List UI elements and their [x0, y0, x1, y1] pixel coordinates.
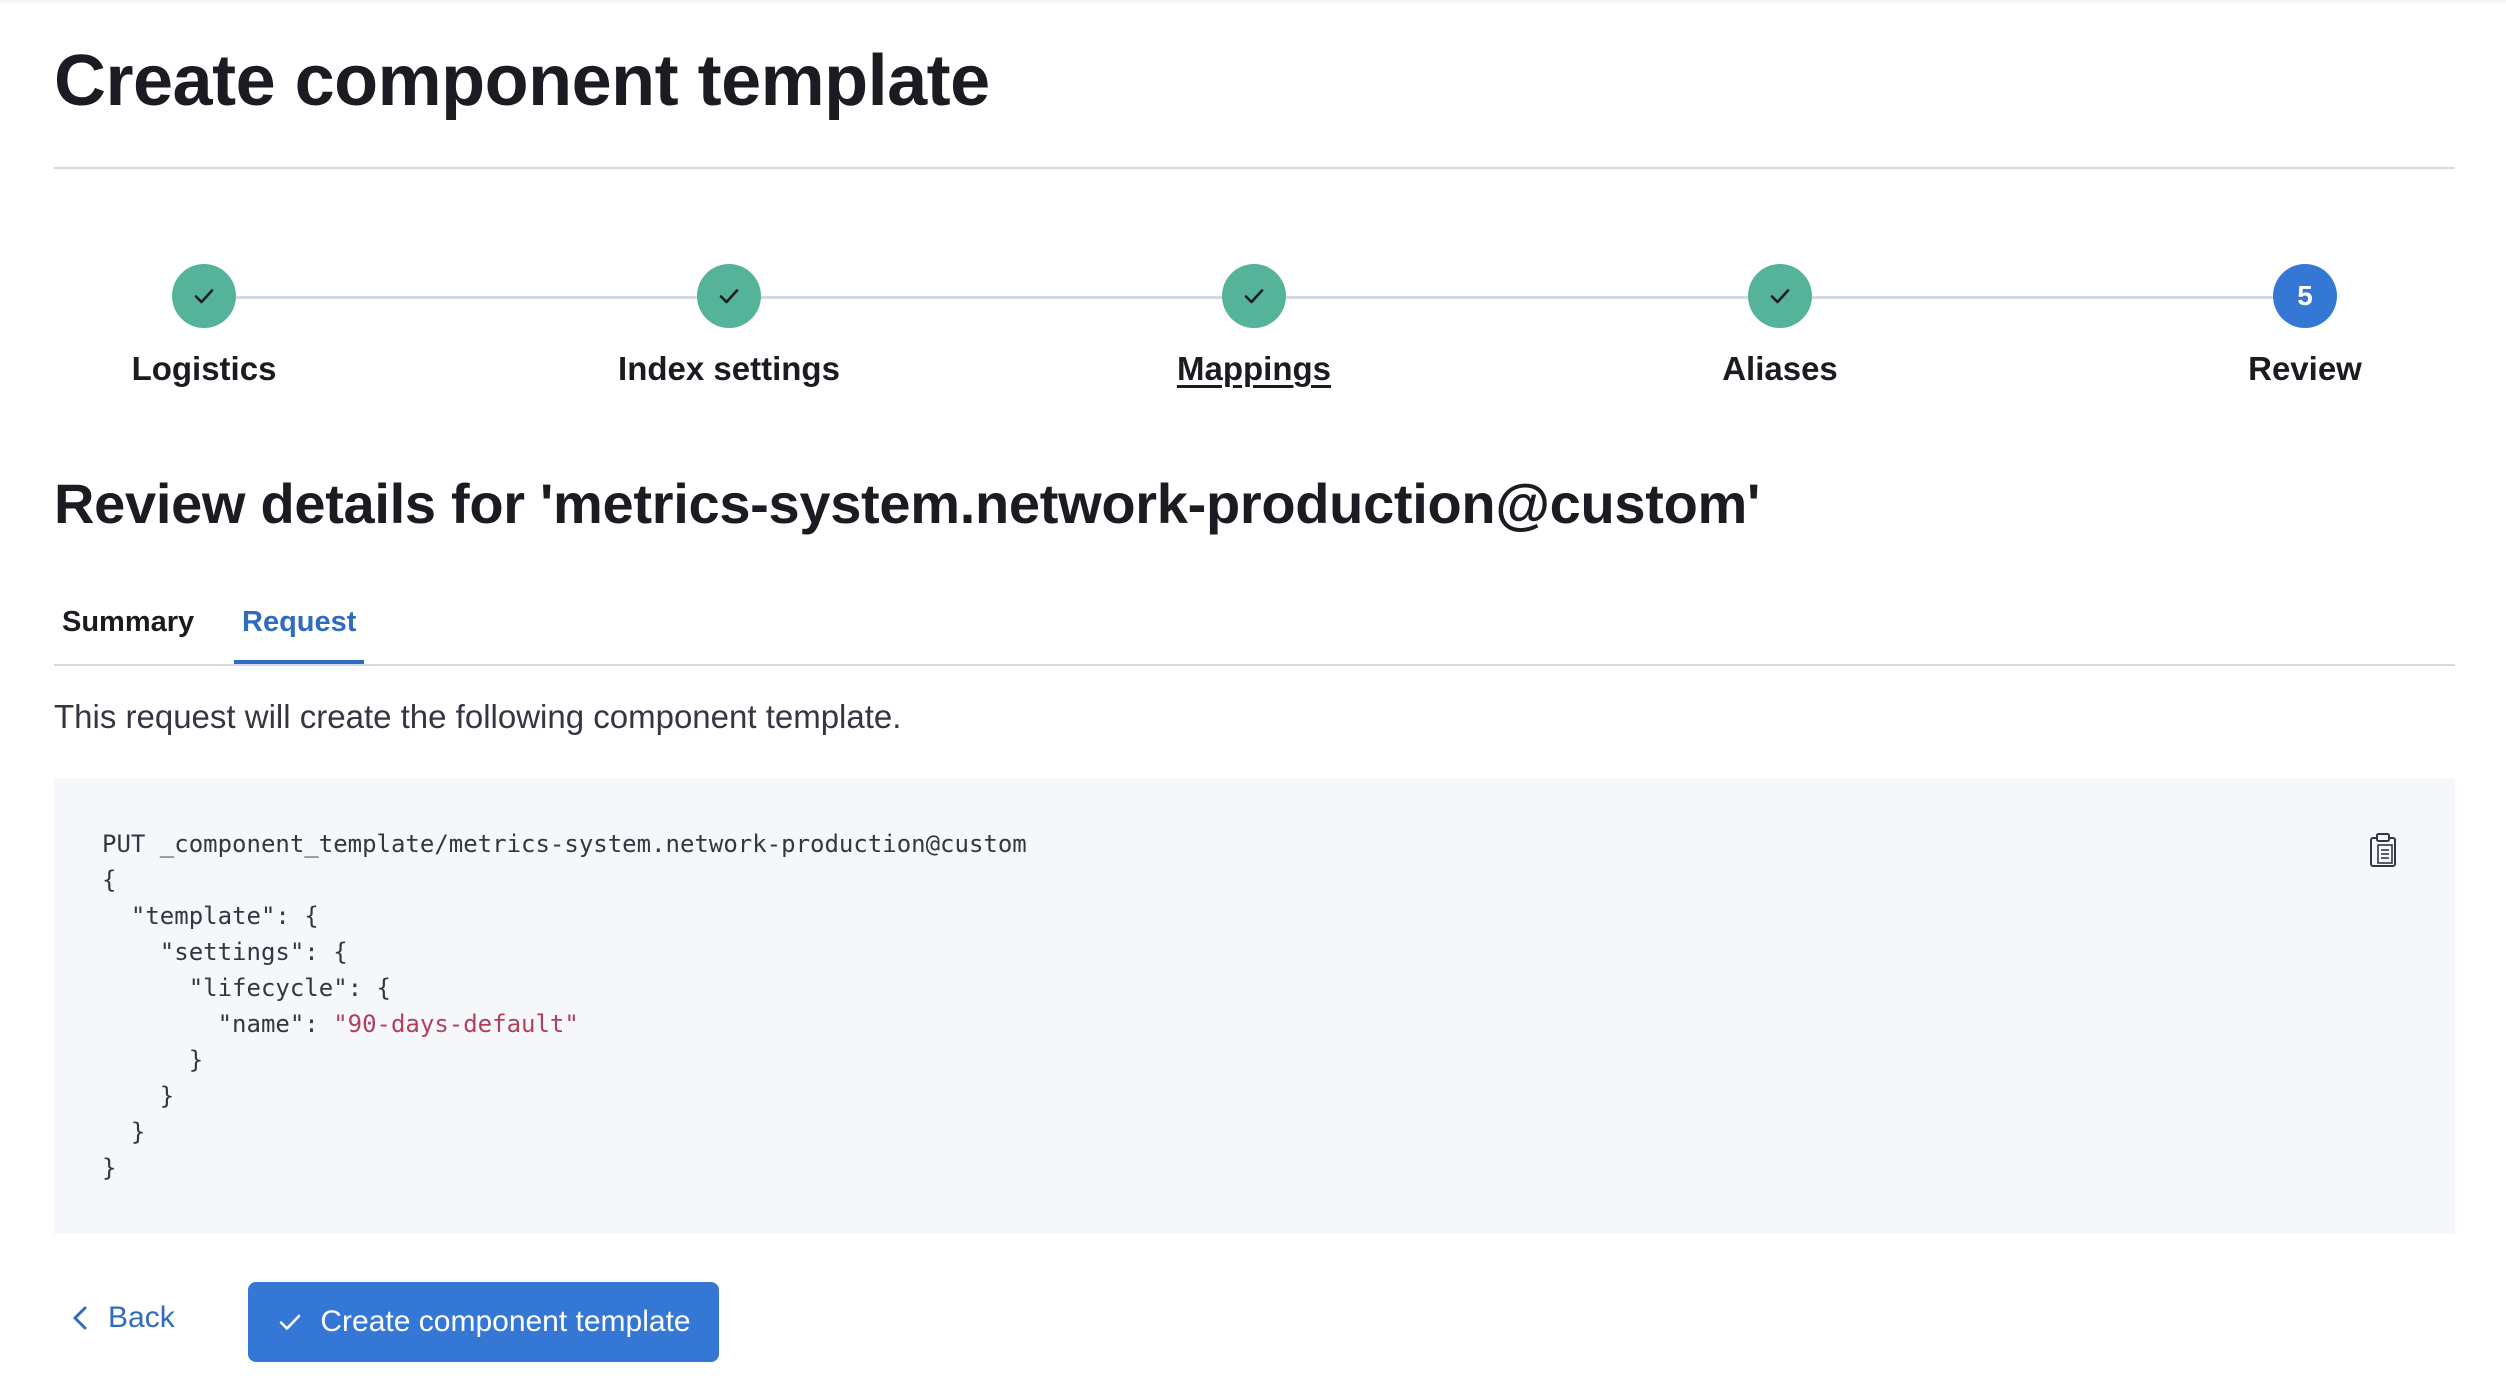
- code-line-name: "name": "90-days-default": [102, 1006, 2407, 1042]
- code-line: "lifecycle": {: [102, 974, 391, 1002]
- create-component-template-button[interactable]: Create component template: [248, 1282, 719, 1362]
- code-line: "settings": {: [102, 938, 348, 966]
- step-complete-indicator: [697, 264, 761, 328]
- request-code-block: PUT _component_template/metrics-system.n…: [54, 778, 2455, 1234]
- copy-button[interactable]: [2363, 828, 2403, 872]
- chevron-left-icon: [73, 1306, 87, 1330]
- code-line: }: [102, 1082, 175, 1110]
- code-line: }: [102, 1046, 204, 1074]
- step-label: Mappings: [1177, 350, 1331, 387]
- check-icon: [280, 1314, 301, 1330]
- steps-progress: Logistics Index settings Mappings Aliase…: [54, 264, 2455, 404]
- check-icon: [1244, 289, 1264, 304]
- step-review[interactable]: 5 Review: [2065, 264, 2506, 388]
- request-description: This request will create the following c…: [54, 698, 902, 735]
- step-complete-indicator: [172, 264, 236, 328]
- step-mappings[interactable]: Mappings: [1014, 264, 1494, 388]
- check-icon: [194, 289, 214, 304]
- step-label: Index settings: [618, 350, 840, 387]
- step-index-settings[interactable]: Index settings: [489, 264, 969, 388]
- create-label: Create component template: [320, 1305, 691, 1338]
- step-complete-indicator: [1748, 264, 1812, 328]
- step-label: Aliases: [1722, 350, 1838, 387]
- code-line: "template": {: [102, 902, 319, 930]
- code-line: {: [102, 866, 117, 894]
- back-label: Back: [108, 1301, 175, 1334]
- step-aliases[interactable]: Aliases: [1540, 264, 2020, 388]
- code-string-value: "90-days-default": [333, 1010, 579, 1038]
- page-title: Create component template: [54, 41, 990, 121]
- review-title: Review details for 'metrics-system.netwo…: [54, 472, 1760, 535]
- step-complete-indicator: [1222, 264, 1286, 328]
- review-tabs: Summary Request: [54, 592, 2455, 666]
- step-number-indicator: 5: [2273, 264, 2337, 328]
- code-line: }: [102, 1154, 117, 1182]
- step-logistics[interactable]: Logistics: [0, 264, 444, 388]
- tab-request[interactable]: Request: [234, 606, 365, 664]
- code-line: }: [102, 1118, 146, 1146]
- tabs-divider: [54, 664, 2455, 666]
- check-icon: [1770, 289, 1790, 304]
- check-icon: [719, 289, 739, 304]
- back-button[interactable]: Back: [70, 1290, 175, 1346]
- top-border: [0, 0, 2506, 4]
- code-line: PUT _component_template/metrics-system.n…: [102, 830, 1027, 858]
- tab-summary[interactable]: Summary: [62, 606, 195, 638]
- copy-to-clipboard-icon: [2370, 833, 2396, 867]
- step-label: Review: [2248, 350, 2362, 387]
- title-divider: [54, 167, 2455, 169]
- step-label: Logistics: [131, 350, 277, 387]
- code-key: "name":: [102, 1010, 334, 1038]
